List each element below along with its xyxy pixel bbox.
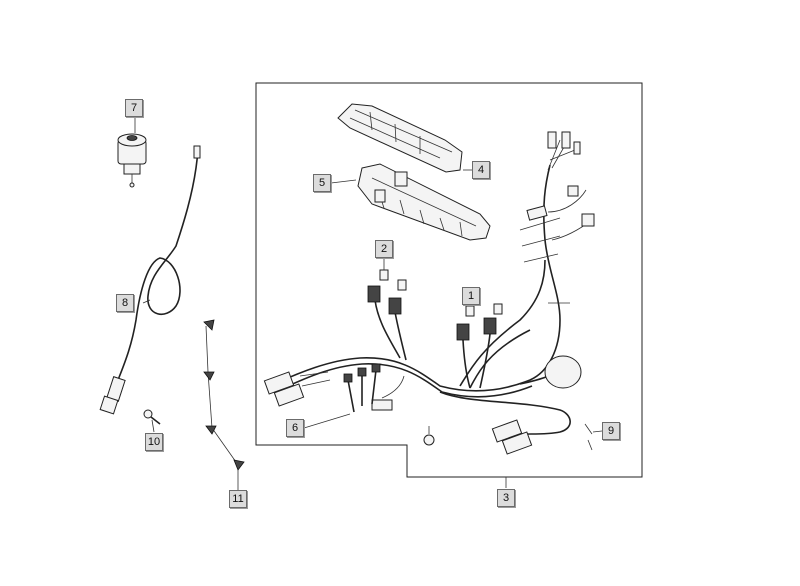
pins-part-9 bbox=[584, 423, 593, 451]
screw-part-10 bbox=[143, 409, 161, 425]
callout-4: 4 bbox=[472, 161, 490, 179]
callout-3: 3 bbox=[497, 489, 515, 507]
key-switch-part bbox=[117, 133, 147, 188]
callout-10: 10 bbox=[145, 433, 163, 451]
callout-9: 9 bbox=[602, 422, 620, 440]
callout-2: 2 bbox=[375, 240, 393, 258]
speedometer-cable-part bbox=[99, 145, 201, 415]
instrument-panel-part bbox=[357, 163, 491, 241]
loose-screw bbox=[423, 426, 435, 446]
callout-5: 5 bbox=[313, 174, 331, 192]
bulb-part-1 bbox=[465, 303, 503, 317]
dashboard-cover-part bbox=[337, 103, 463, 173]
bulb-part-2 bbox=[379, 269, 407, 291]
wiring-harness-part bbox=[263, 131, 595, 455]
callout-7: 7 bbox=[125, 99, 143, 117]
callout-1: 1 bbox=[462, 287, 480, 305]
callout-11: 11 bbox=[229, 490, 247, 508]
screws-part-6 bbox=[343, 363, 381, 413]
callout-6: 6 bbox=[286, 419, 304, 437]
kit-outline bbox=[255, 82, 643, 478]
clips-part-11 bbox=[203, 319, 245, 471]
callout-8: 8 bbox=[116, 294, 134, 312]
